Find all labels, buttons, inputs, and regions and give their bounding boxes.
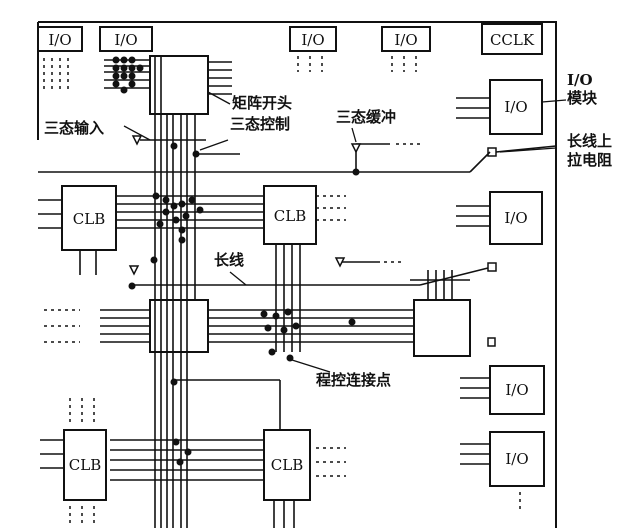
io-label-top-1: I/O (48, 31, 71, 49)
annotation-long-line: 长线 (214, 251, 245, 269)
annotation-pullup-2: 拉电阻 (567, 151, 613, 169)
io-block-right-2 (489, 191, 543, 245)
io-label-right-1: I/O (504, 98, 527, 116)
io-block-top-3 (289, 26, 337, 52)
clb-block-1 (61, 185, 117, 251)
annotation-io-module-1: I/O (567, 71, 593, 89)
annotation-io-module-2: 模块 (567, 89, 598, 107)
io-label-right-4: I/O (505, 450, 528, 468)
io-block-right-4 (489, 431, 545, 487)
switch-matrix-right (413, 299, 471, 357)
routing-channels (38, 56, 557, 528)
switch-matrix-middle (149, 299, 209, 353)
io-block-right-3 (489, 365, 545, 415)
io-label-right-3: I/O (505, 381, 528, 399)
io-block-top-1 (37, 26, 83, 52)
clb-label-4: CLB (271, 456, 303, 474)
clb-label-3: CLB (69, 456, 101, 474)
annotation-programmable-point: 程控连接点 (316, 371, 392, 389)
leader-lines (123, 91, 567, 373)
io-label-top-4: I/O (394, 31, 417, 49)
clb-block-4 (263, 429, 311, 501)
io-label-top-3: I/O (301, 31, 324, 49)
io-block-right-1 (489, 79, 543, 135)
tristate-buffers (128, 135, 362, 276)
chip-boundary (38, 21, 557, 528)
annotation-matrix-switch-2: 三态控制 (230, 115, 291, 133)
pullup-resistor-3 (487, 337, 496, 347)
io-block-top-2 (99, 26, 153, 52)
clb-block-2 (263, 185, 317, 245)
annotation-pullup-1: 长线上 (567, 132, 613, 150)
io-block-top-4 (381, 26, 431, 52)
clb-label-1: CLB (73, 210, 105, 228)
pullup-resistor-2 (487, 262, 497, 272)
annotation-tristate-input: 三态输入 (44, 119, 105, 137)
annotation-tristate-buffer: 三态缓冲 (336, 108, 397, 126)
io-label-right-2: I/O (504, 209, 527, 227)
dashed-stubs (43, 56, 521, 526)
programmable-points (112, 56, 360, 466)
clb-label-2: CLB (274, 207, 306, 225)
io-label-top-2: I/O (114, 31, 137, 49)
clb-block-3 (63, 429, 107, 501)
switch-matrix-top (149, 55, 209, 115)
cclk-block (481, 23, 543, 55)
cclk-label: CCLK (490, 31, 535, 49)
annotation-matrix-switch-1: 矩阵开头 (232, 94, 293, 112)
